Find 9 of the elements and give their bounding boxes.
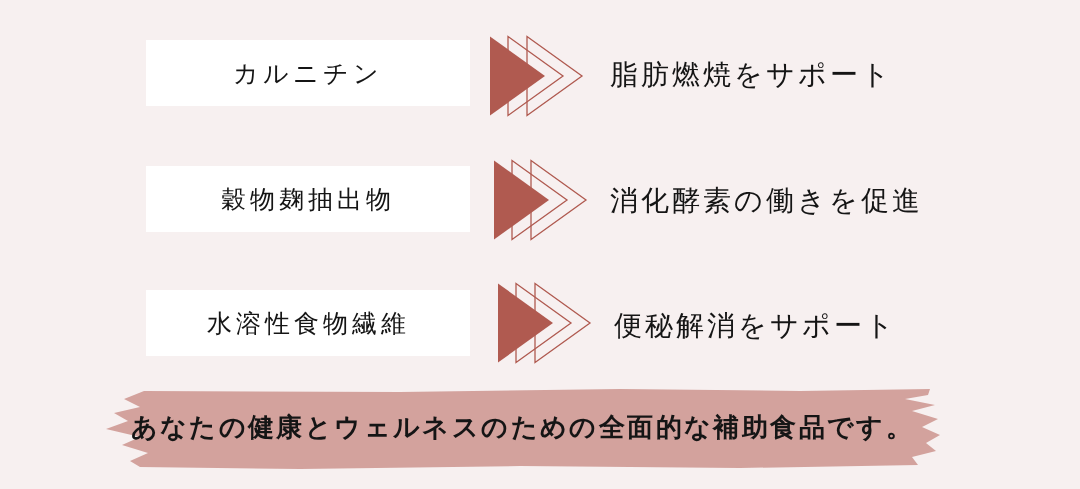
text-box: 水溶性食物繊維 <box>146 290 470 356</box>
benefit-text: 脂肪燃焼をサポート <box>610 57 893 93</box>
chevron-arrow <box>498 282 592 364</box>
text-box: カルニチン <box>146 40 470 106</box>
text-box: 穀物麹抽出物 <box>146 166 470 232</box>
chevron-arrow <box>494 159 588 241</box>
benefit-text: 消化酵素の働きを促進 <box>610 183 923 219</box>
benefit-text: 便秘解消をサポート <box>614 308 897 344</box>
banner-text: あなたの健康とウェルネスのための全面的な補助食品です。 <box>130 411 915 444</box>
